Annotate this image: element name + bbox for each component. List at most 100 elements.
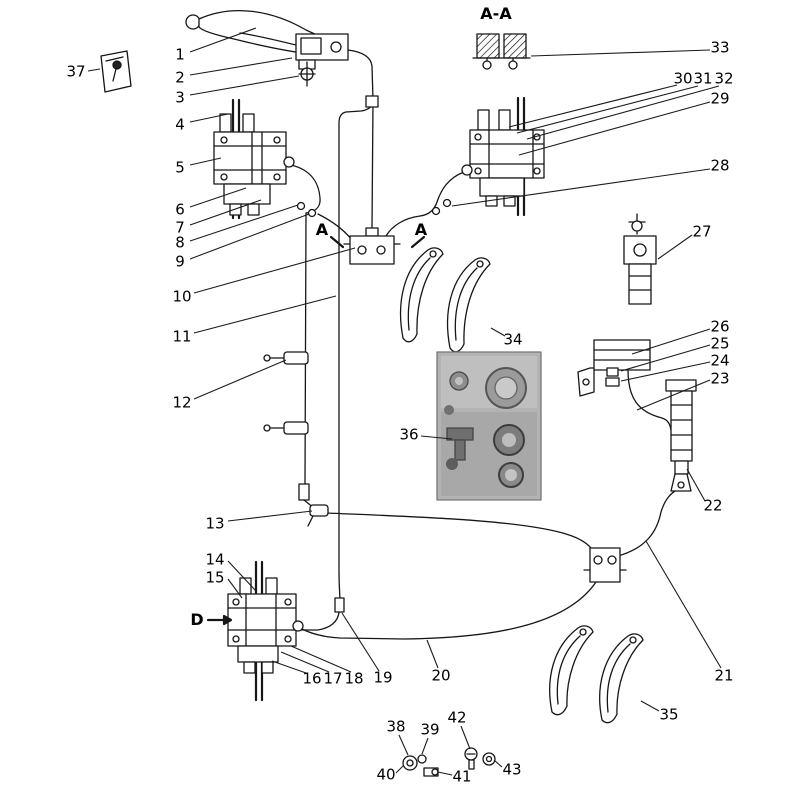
leader-33 bbox=[530, 49, 711, 57]
leader-21 bbox=[645, 540, 722, 669]
leader-22 bbox=[686, 468, 706, 502]
callout-label-A-A: A-A bbox=[480, 4, 512, 23]
callout-label-43: 43 bbox=[502, 760, 522, 779]
lever-boot-part bbox=[100, 50, 132, 93]
callout-label-2: 2 bbox=[175, 68, 185, 87]
callout-label-20: 20 bbox=[431, 666, 451, 685]
leader-40 bbox=[395, 765, 404, 774]
callout-label-21: 21 bbox=[714, 666, 734, 685]
hand-lever-assembly bbox=[185, 9, 349, 87]
callout-label-A: A bbox=[414, 220, 428, 239]
leader-37 bbox=[87, 68, 101, 72]
leader-27 bbox=[657, 234, 693, 260]
leader-8 bbox=[189, 204, 299, 242]
leader-24 bbox=[620, 361, 711, 382]
callout-label-30: 30 bbox=[673, 69, 693, 88]
callout-label-23: 23 bbox=[710, 369, 730, 388]
leader-28 bbox=[451, 168, 711, 207]
callout-label-16: 16 bbox=[302, 669, 322, 688]
callout-label-35: 35 bbox=[659, 705, 679, 724]
callout-label-38: 38 bbox=[386, 717, 406, 736]
callout-label-12: 12 bbox=[172, 393, 192, 412]
callout-label-19: 19 bbox=[373, 668, 393, 687]
callout-label-33: 33 bbox=[710, 38, 730, 57]
callout-label-27: 27 bbox=[692, 222, 712, 241]
callout-label-26: 26 bbox=[710, 317, 730, 336]
rear-master-cylinder bbox=[665, 379, 697, 492]
leader-31 bbox=[516, 85, 699, 134]
front-junction-block bbox=[343, 227, 401, 265]
leader-15 bbox=[227, 578, 243, 599]
callout-label-15: 15 bbox=[205, 568, 225, 587]
leader-29 bbox=[518, 101, 711, 156]
leader-6 bbox=[189, 187, 247, 208]
section-view-a-a bbox=[472, 33, 531, 70]
brake-lines bbox=[290, 49, 679, 640]
reservoir-assembly bbox=[577, 339, 651, 397]
callout-label-13: 13 bbox=[205, 514, 225, 533]
leader-32 bbox=[526, 85, 720, 140]
callout-label-A: A bbox=[315, 220, 329, 239]
callout-label-10: 10 bbox=[172, 287, 192, 306]
leader-20 bbox=[426, 639, 439, 669]
callout-label-29: 29 bbox=[710, 89, 730, 108]
leader-13 bbox=[227, 510, 313, 522]
leader-7 bbox=[189, 199, 262, 226]
right-front-caliper bbox=[461, 96, 545, 217]
leader-25 bbox=[620, 344, 711, 372]
callout-label-6: 6 bbox=[175, 200, 185, 219]
leader-5 bbox=[189, 157, 222, 166]
callout-label-14: 14 bbox=[205, 550, 225, 569]
repair-kit-photo bbox=[436, 351, 542, 501]
hand-master-cylinder-spare bbox=[623, 213, 657, 305]
brake-pads-rear bbox=[549, 625, 644, 724]
callout-label-31: 31 bbox=[693, 69, 713, 88]
leader-12 bbox=[193, 359, 287, 400]
callout-label-5: 5 bbox=[175, 158, 185, 177]
leader-11 bbox=[193, 295, 337, 334]
callout-label-41: 41 bbox=[452, 767, 472, 786]
view-marker-arrows bbox=[206, 235, 426, 626]
callout-label-3: 3 bbox=[175, 88, 185, 107]
leader-38 bbox=[398, 734, 409, 756]
leader-10 bbox=[193, 247, 356, 294]
leader-16 bbox=[271, 660, 307, 674]
leader-4 bbox=[189, 113, 229, 123]
rear-junction-block bbox=[583, 547, 627, 583]
leader-2 bbox=[189, 57, 293, 76]
leader-43 bbox=[493, 759, 503, 768]
callout-label-7: 7 bbox=[175, 218, 185, 237]
leader-9 bbox=[189, 213, 310, 260]
callout-label-18: 18 bbox=[344, 669, 364, 688]
line-clamps bbox=[263, 351, 329, 527]
leader-39 bbox=[421, 737, 429, 755]
callout-label-17: 17 bbox=[323, 669, 343, 688]
brake-pads-front bbox=[399, 247, 491, 353]
callout-label-D: D bbox=[190, 610, 204, 629]
callout-label-32: 32 bbox=[714, 69, 734, 88]
leader-34 bbox=[490, 327, 506, 337]
callout-label-1: 1 bbox=[175, 45, 185, 64]
leader-3 bbox=[189, 75, 300, 96]
callout-label-9: 9 bbox=[175, 252, 185, 271]
callout-label-11: 11 bbox=[172, 327, 192, 346]
leader-35 bbox=[640, 700, 660, 712]
callout-label-28: 28 bbox=[710, 156, 730, 175]
callout-label-37: 37 bbox=[66, 62, 86, 81]
callout-label-36: 36 bbox=[399, 425, 419, 444]
leader-14 bbox=[227, 560, 257, 592]
callout-label-4: 4 bbox=[175, 115, 185, 134]
leader-23 bbox=[636, 379, 711, 411]
leader-19 bbox=[341, 612, 380, 672]
leader-18 bbox=[290, 645, 352, 673]
callout-label-22: 22 bbox=[703, 496, 723, 515]
leader-41 bbox=[437, 771, 453, 776]
callout-label-24: 24 bbox=[710, 351, 730, 370]
callout-label-25: 25 bbox=[710, 334, 730, 353]
leader-36 bbox=[420, 435, 453, 440]
callout-label-40: 40 bbox=[376, 765, 396, 784]
callout-label-8: 8 bbox=[175, 233, 185, 252]
leader-42 bbox=[460, 725, 471, 750]
